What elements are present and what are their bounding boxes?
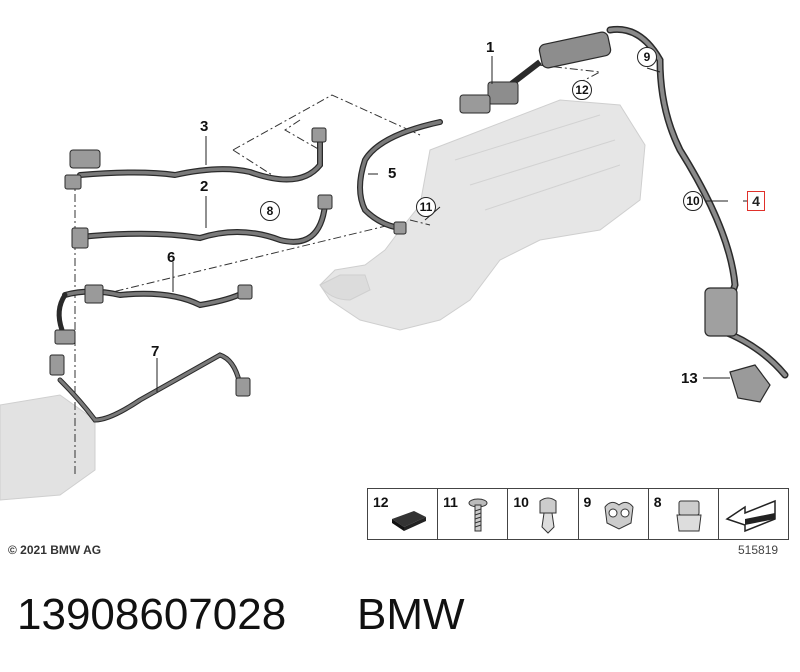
- callout-5: 5: [388, 165, 397, 182]
- muffler-hose-4: [704, 287, 738, 337]
- legend-cell-8: 8: [649, 489, 719, 539]
- valve-1: [459, 31, 612, 114]
- leader-lines: [156, 56, 755, 392]
- legend-cell-arrow: [719, 489, 788, 539]
- intake-manifold: [319, 99, 646, 331]
- bracket-clip-icon: [676, 500, 702, 532]
- highlighted-callout-4: 4: [747, 191, 765, 211]
- copyright-text: © 2021 BMW AG: [8, 543, 102, 557]
- brand-name: BMW: [357, 590, 465, 639]
- legend-num-8: 8: [653, 494, 662, 510]
- legend-num-9: 9: [583, 494, 592, 510]
- callout-13: 13: [681, 370, 698, 387]
- callout-1: 1: [486, 39, 495, 56]
- circled-callout-12: 12: [572, 80, 592, 100]
- screw-icon: [468, 498, 488, 532]
- double-clip-icon: [603, 501, 634, 530]
- foam-pad-icon: [392, 511, 426, 531]
- legend-cell-10: 10: [508, 489, 579, 539]
- reference-lines: [74, 64, 602, 475]
- hose-clip-icon: [539, 497, 557, 534]
- bracket-13: [729, 364, 771, 403]
- callout-3: 3: [200, 118, 209, 135]
- legend-strip: 12 11 10 9 8: [367, 488, 789, 540]
- legend-num-10: 10: [513, 494, 529, 510]
- diagram-id: 515819: [738, 543, 779, 557]
- circled-callout-10: 10: [683, 191, 703, 211]
- callout-7: 7: [151, 343, 160, 360]
- legend-num-12: 12: [373, 494, 389, 510]
- circled-callout-9: 9: [637, 47, 657, 67]
- callout-6: 6: [167, 249, 176, 266]
- legend-num-11: 11: [443, 494, 458, 510]
- legend-cell-9: 9: [579, 489, 649, 539]
- legend-cell-12: 12: [368, 489, 439, 539]
- part-number: 13908607028: [17, 590, 287, 639]
- circled-callout-8: 8: [260, 201, 280, 221]
- orientation-arrow-icon: [725, 499, 776, 533]
- circled-callout-11: 11: [416, 197, 436, 217]
- exhaust-pipe: [0, 394, 96, 501]
- legend-cell-11: 11: [438, 489, 509, 539]
- connectors: [49, 127, 407, 397]
- callout-2: 2: [200, 178, 209, 195]
